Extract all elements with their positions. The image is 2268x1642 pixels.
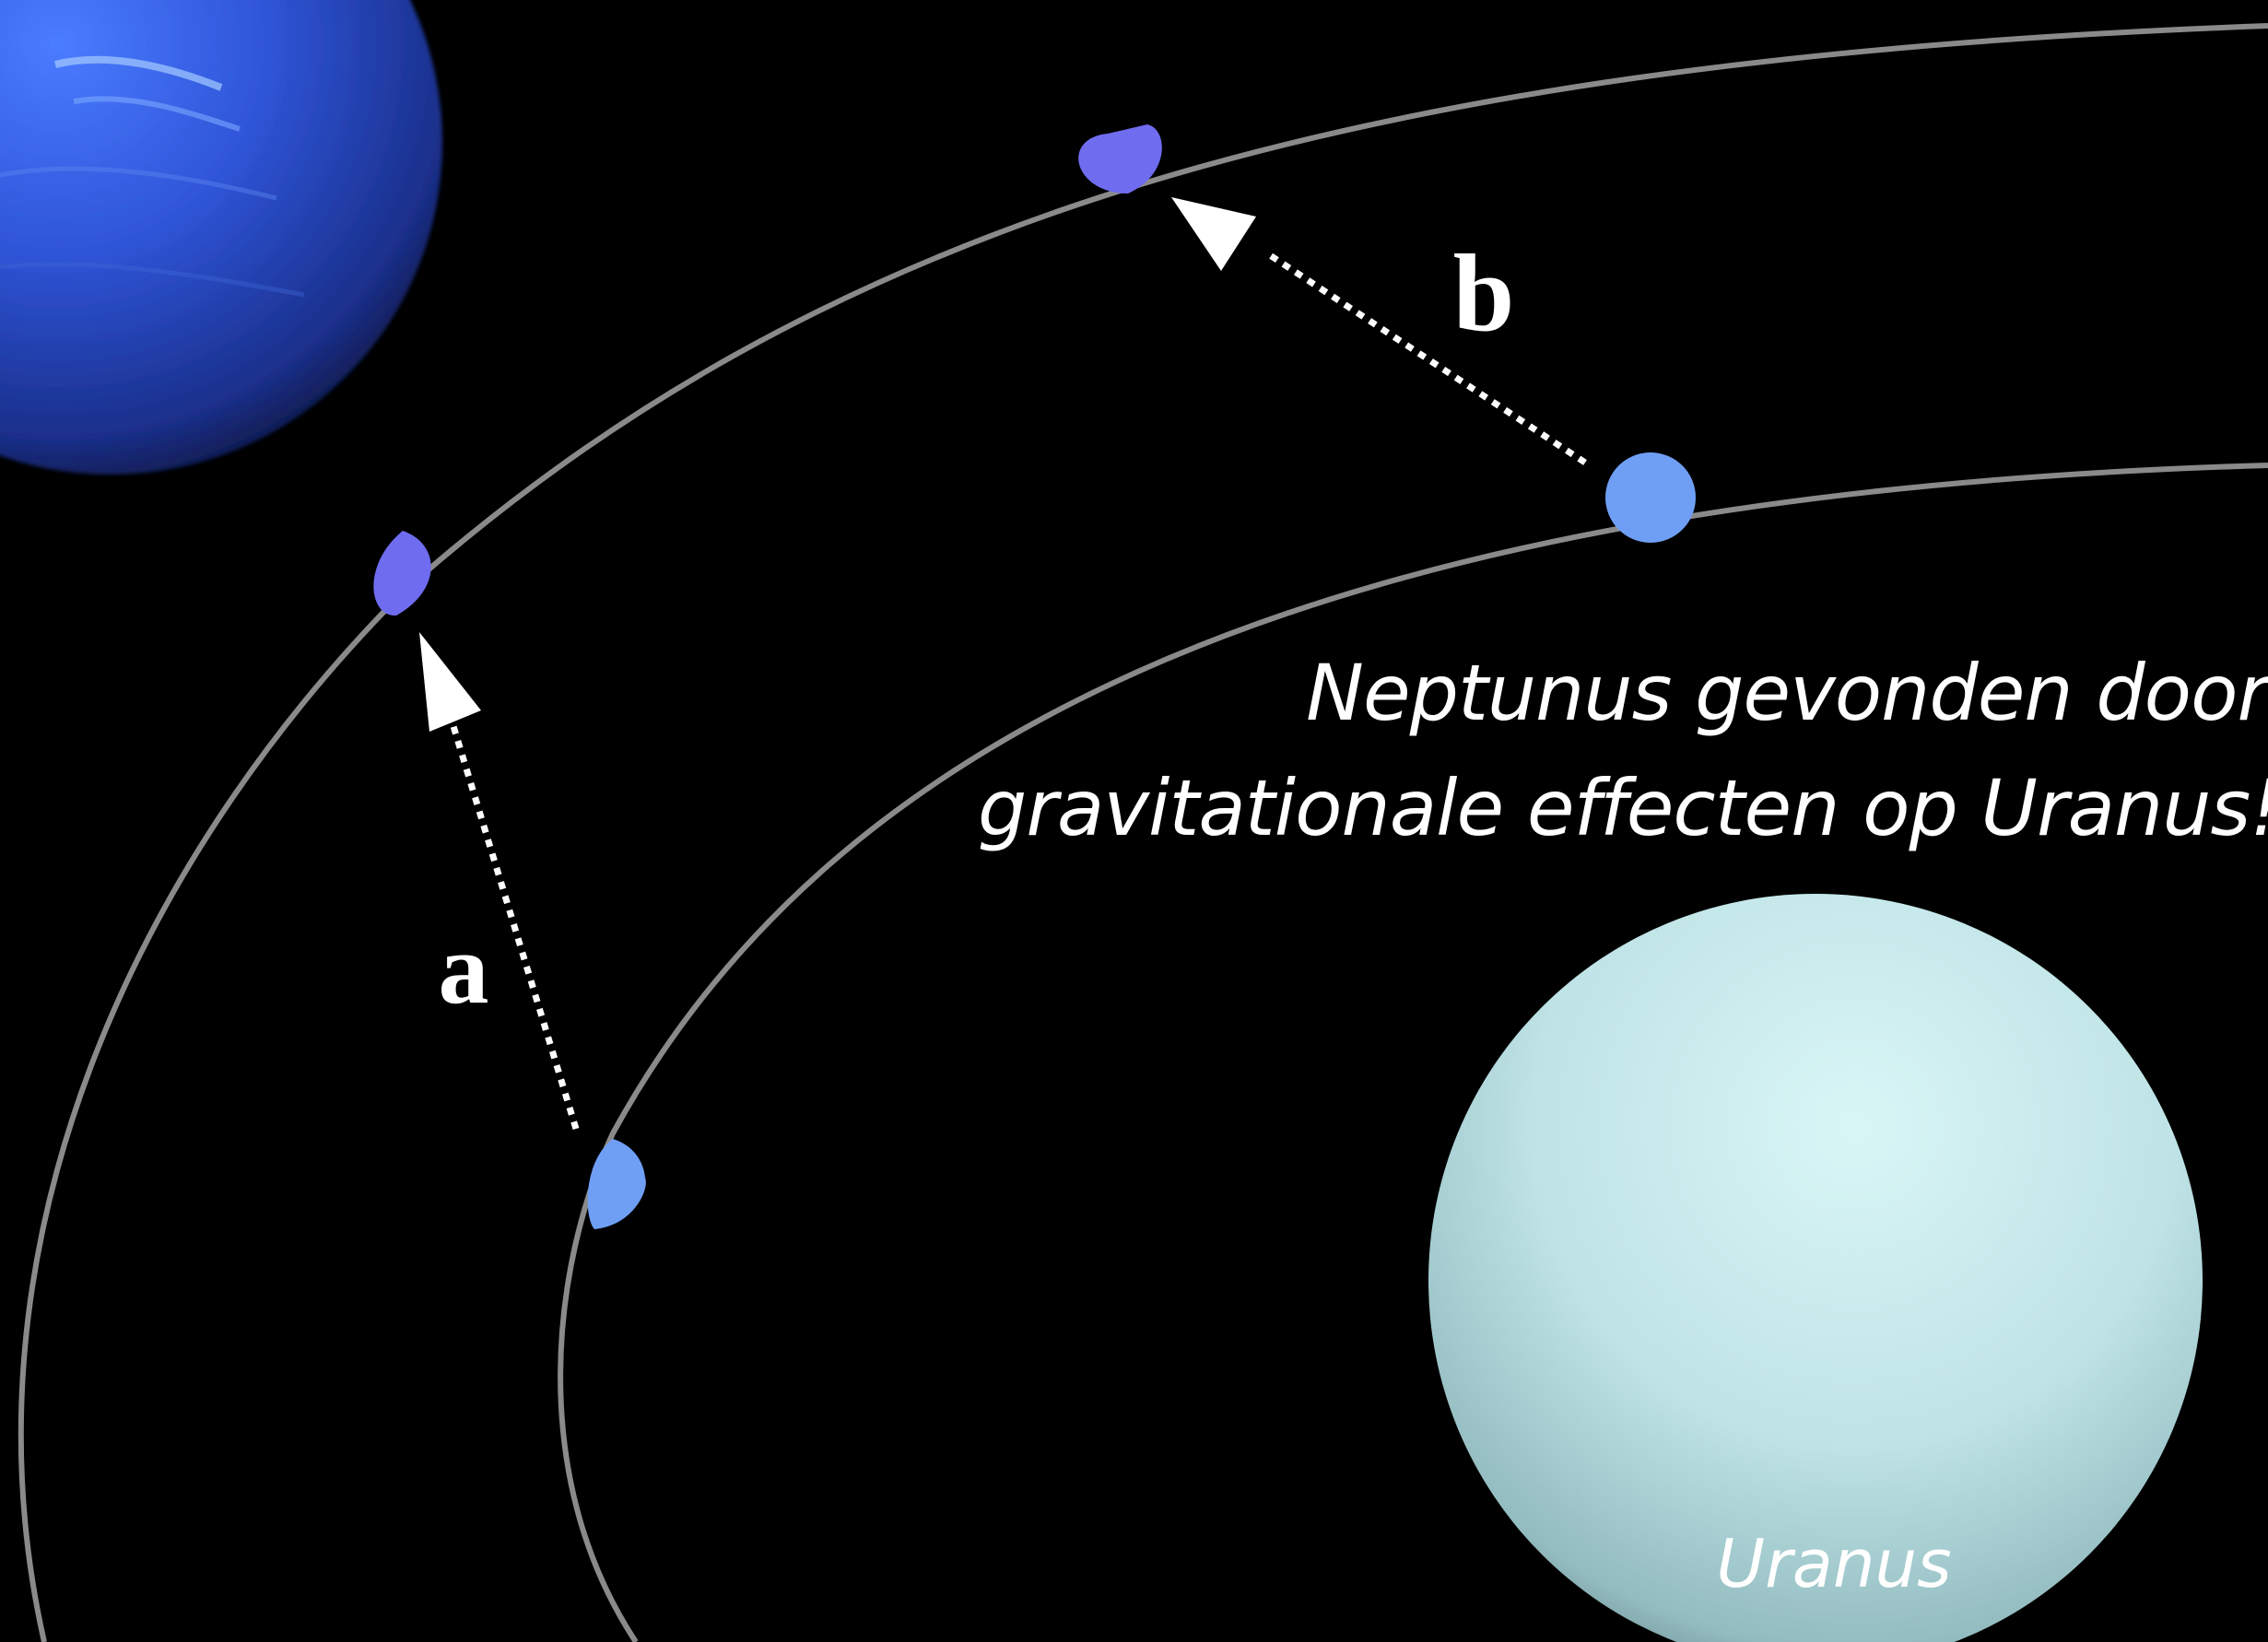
caption-line-1: Neptunus gevonden door <box>1306 648 2268 738</box>
uranus-label: Uranus <box>1716 1525 1951 1602</box>
caption-line-2: gravitationale effecten op Uranus! <box>978 763 2268 853</box>
uranus-position-marker-upper <box>1605 452 1696 543</box>
neptune-planet <box>0 0 442 475</box>
arrow-b <box>1171 197 1587 465</box>
neptune-position-marker-lower <box>373 531 431 616</box>
arrow-b-label: b <box>1453 231 1515 354</box>
caption: Neptunus gevonden door gravitationale ef… <box>978 636 2268 866</box>
uranus-planet <box>1428 894 2203 1642</box>
neptune-position-marker-upper <box>1078 124 1162 194</box>
neptune-orbit <box>18 23 2268 1642</box>
arrow-a <box>419 632 580 1131</box>
arrow-a-label: a <box>439 912 489 1025</box>
uranus-position-marker-lower <box>587 1139 646 1229</box>
